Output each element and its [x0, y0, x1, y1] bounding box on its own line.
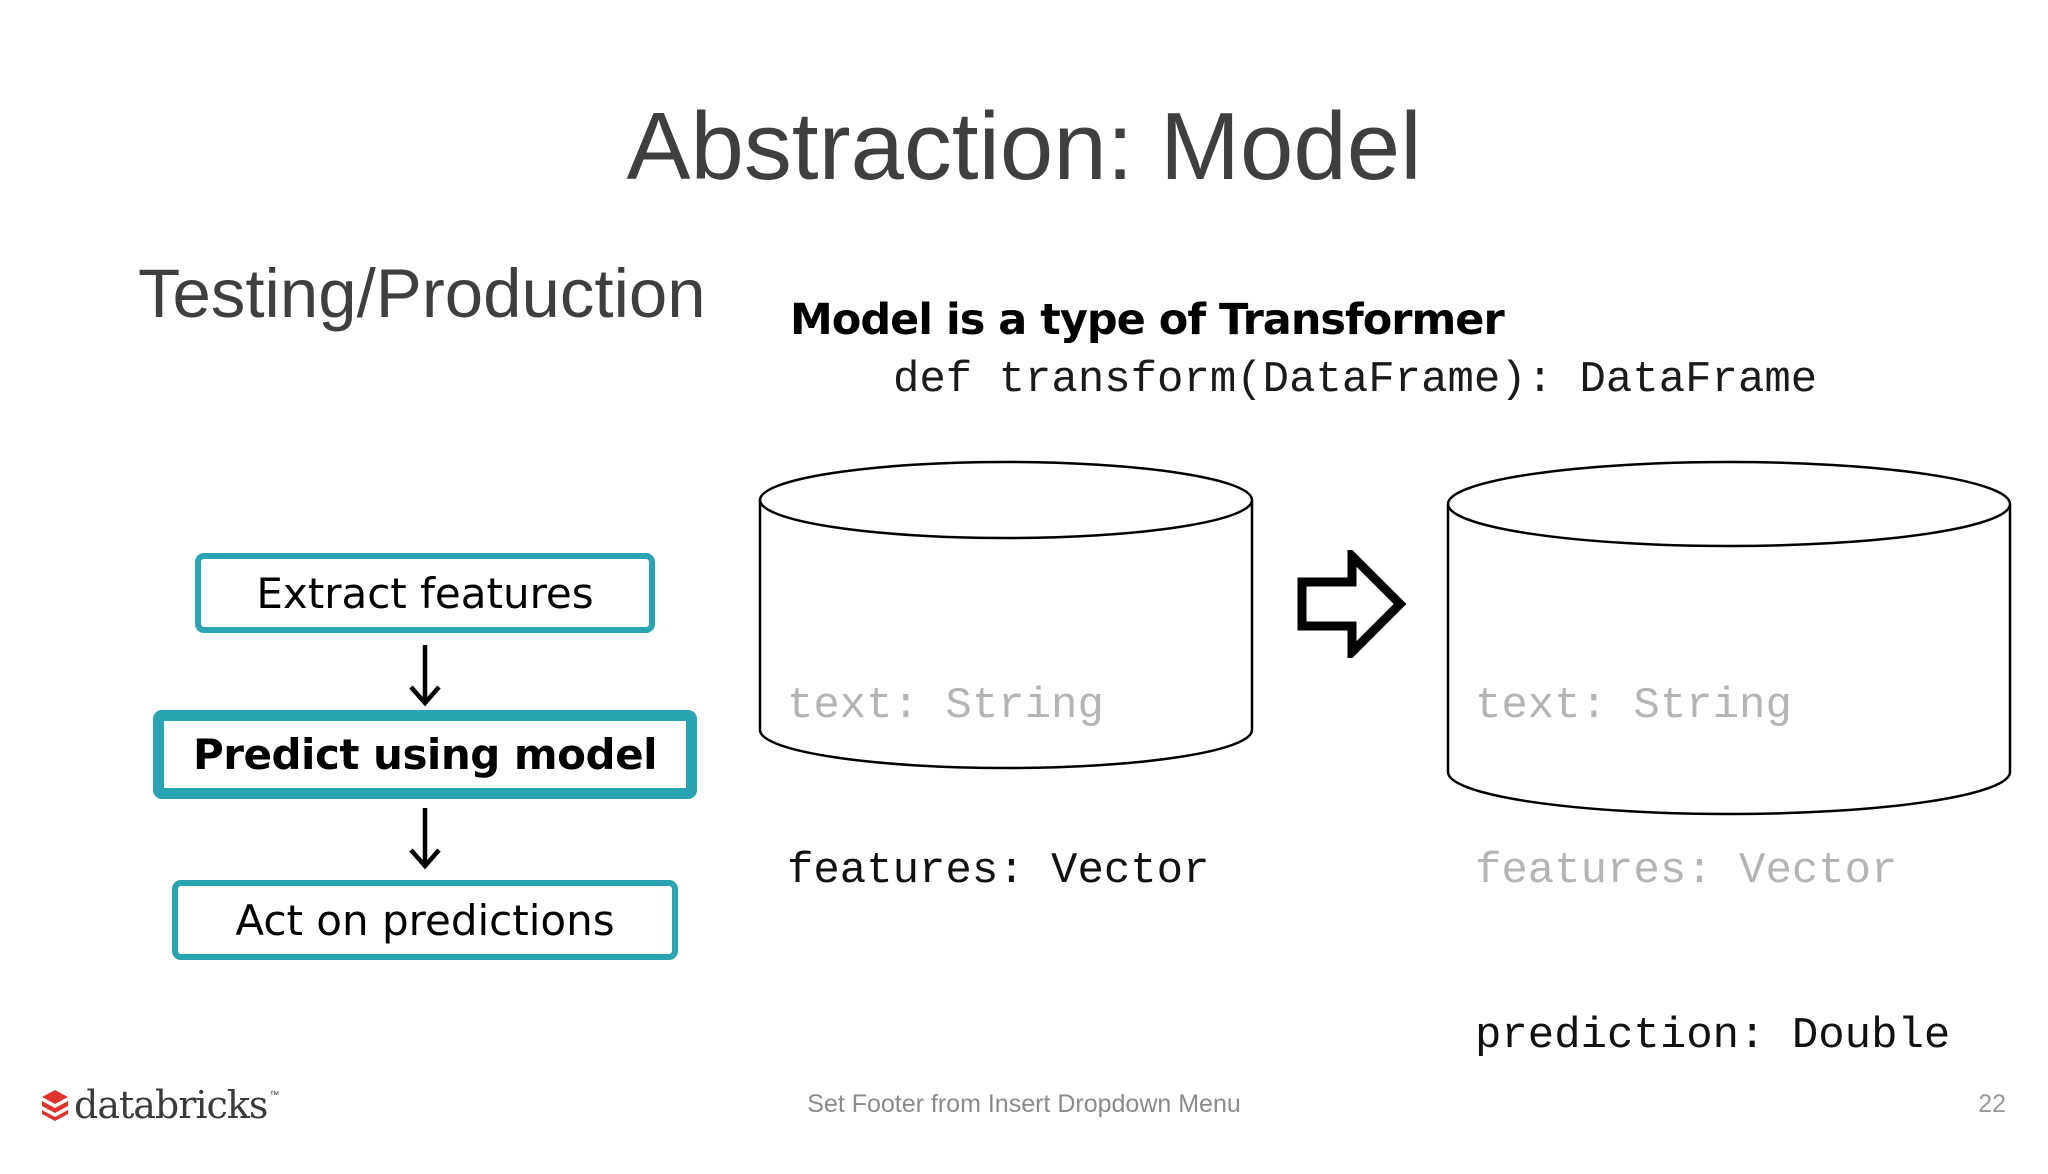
field-features: features: Vector — [1475, 846, 1898, 896]
pipeline-step-label: Extract features — [256, 568, 594, 618]
logo-text: databricks — [74, 1083, 268, 1127]
logo-trademark: ™ — [269, 1090, 280, 1101]
output-dataframe-fields: text: String features: Vector prediction… — [1475, 569, 1950, 1174]
input-dataframe-fields: text: String features: Vector — [787, 569, 1209, 1009]
databricks-logo: databricks ™ — [40, 1082, 279, 1128]
down-arrow-icon — [409, 808, 441, 870]
slide-subtitle: Testing/Production — [138, 255, 706, 332]
pipeline-step-act-on-predictions: Act on predictions — [172, 880, 678, 960]
slide-title: Abstraction: Model — [626, 93, 1422, 200]
pipeline-step-label: Predict using model — [193, 730, 657, 779]
field-prediction: prediction: Double — [1475, 1011, 1951, 1061]
pipeline-step-extract-features: Extract features — [195, 553, 655, 633]
hollow-right-arrow-icon — [1297, 550, 1406, 658]
databricks-logo-icon — [42, 1090, 68, 1121]
field-text: text: String — [1475, 681, 1792, 731]
transformer-heading: Model is a type of Transformer — [790, 295, 1505, 345]
down-arrow-icon — [409, 645, 441, 707]
input-dataframe-cylinder — [758, 460, 1254, 770]
page-number: 22 — [1978, 1090, 2006, 1118]
field-text: text: String — [787, 681, 1104, 731]
field-features: features: Vector — [787, 846, 1210, 896]
output-dataframe-cylinder — [1446, 460, 2012, 816]
transform-signature: def transform(DataFrame): DataFrame — [893, 355, 1818, 405]
pipeline-step-label: Act on predictions — [235, 895, 615, 945]
pipeline-step-predict-using-model: Predict using model — [153, 710, 697, 799]
footer-text: Set Footer from Insert Dropdown Menu — [807, 1090, 1241, 1118]
